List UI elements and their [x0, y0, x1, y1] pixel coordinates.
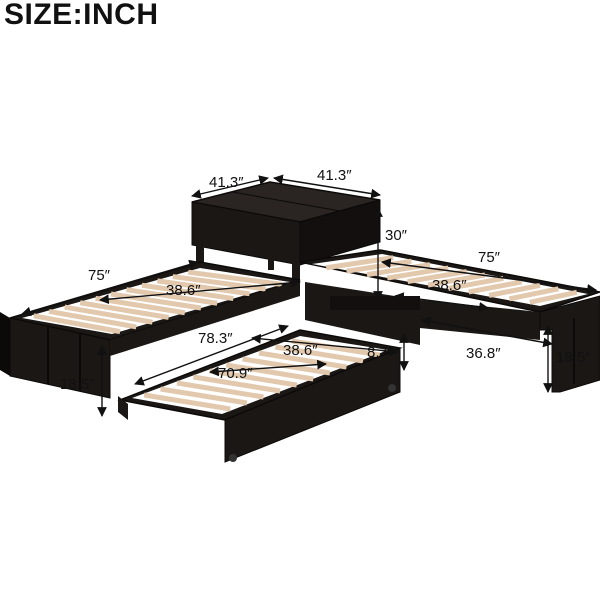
trundle-width-label: 38.6″	[283, 342, 318, 359]
trundle-length-label: 70.9″	[218, 365, 253, 382]
dimension-lines	[21, 174, 597, 417]
right-bed-depth-label: 36.8″	[466, 345, 501, 362]
left-bed-slat	[33, 313, 121, 335]
right-bed-length-label: 75″	[478, 249, 500, 266]
trundle-slat	[160, 386, 248, 406]
size-unit-title: SIZE:INCH	[4, 0, 159, 31]
left-bed-length-label: 75″	[88, 267, 110, 284]
overall-length-label: 78.3″	[198, 330, 233, 347]
right-bed-slat	[529, 289, 578, 305]
right-bed-width-label: 38.6″	[432, 277, 467, 294]
trundle-slat	[143, 392, 231, 412]
right-bed-height-label: 18.5″	[556, 349, 591, 366]
storage-width-right-label: 41.3″	[317, 167, 352, 184]
left-bed-width-label: 38.6″	[166, 282, 201, 299]
storage-width-left-label: 41.3″	[209, 174, 244, 191]
left-bed-height-label: 18.5″	[60, 376, 95, 393]
trundle-height-label: 8.7″	[367, 344, 394, 361]
trundle	[117, 329, 403, 463]
storage-height-label: 30″	[385, 227, 407, 244]
